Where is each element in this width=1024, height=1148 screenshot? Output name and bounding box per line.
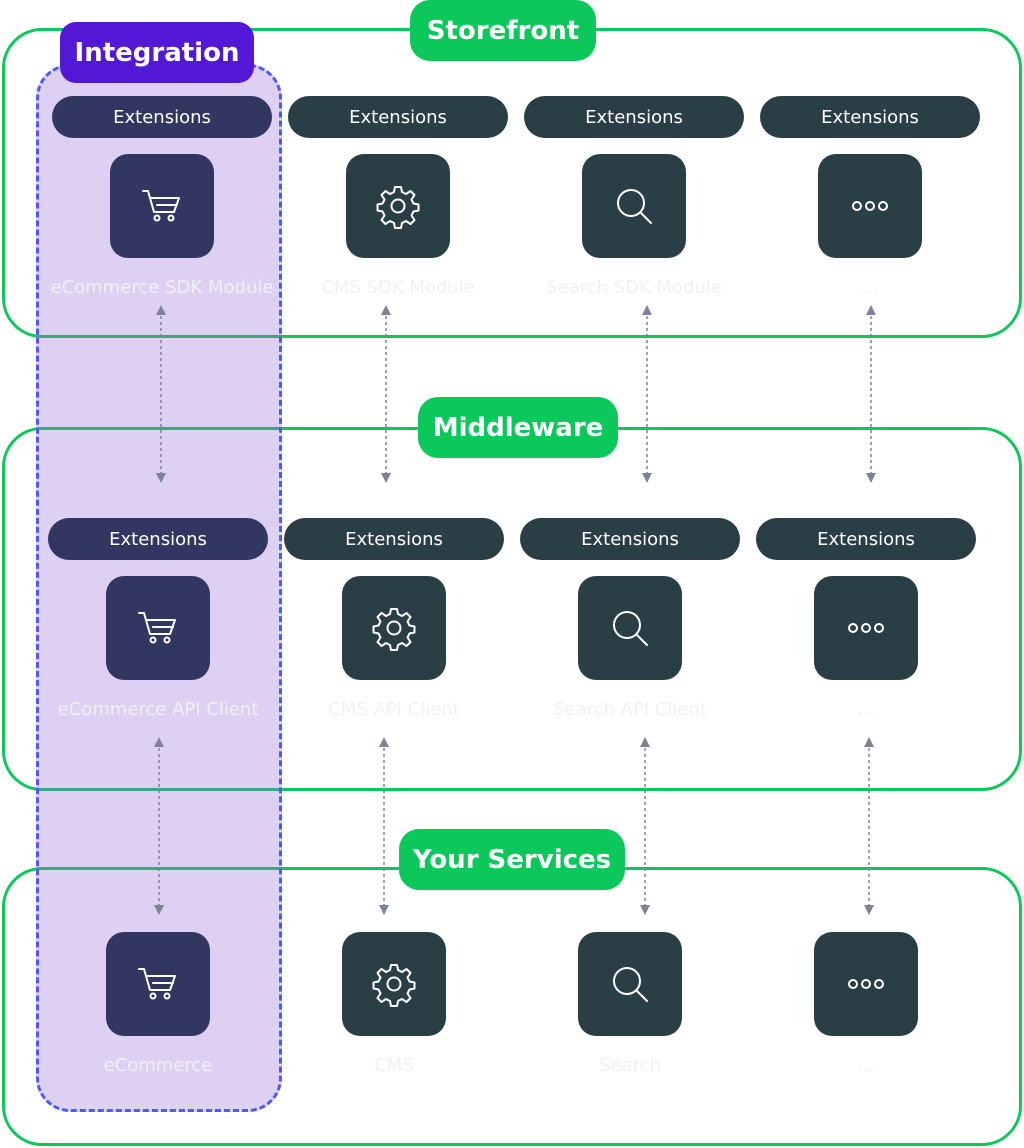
middleware-caption: ... xyxy=(857,699,875,720)
storefront-search-tile xyxy=(582,154,686,258)
middleware-caption: Search API Client xyxy=(553,699,707,720)
services-caption: ... xyxy=(857,1055,875,1076)
cart-icon xyxy=(138,612,176,644)
middleware-cms-tile xyxy=(342,576,446,680)
cart-icon xyxy=(138,968,176,1000)
middleware-ecommerce-tile xyxy=(106,576,210,680)
middleware-extensions-pill: Extensions xyxy=(520,518,740,560)
storefront-caption: CMS SDK Module xyxy=(321,277,475,298)
storefront-extensions-pill: Extensions xyxy=(524,96,744,138)
more-icon xyxy=(848,623,884,633)
services-ecommerce-tile xyxy=(106,932,210,1036)
services-caption: Search xyxy=(599,1055,661,1076)
middleware-search-tile xyxy=(578,576,682,680)
middleware-extensions-pill: Extensions xyxy=(756,518,976,560)
storefront-more-tile xyxy=(818,154,922,258)
integration-title: Integration xyxy=(60,22,254,83)
storefront-extensions-pill: Extensions xyxy=(288,96,508,138)
storefront-ecommerce-tile xyxy=(110,154,214,258)
services-caption: eCommerce xyxy=(103,1055,213,1076)
middleware-extensions-pill: Extensions xyxy=(284,518,504,560)
middleware-title: Middleware xyxy=(418,397,618,458)
services-more-tile xyxy=(814,932,918,1036)
services-caption: CMS xyxy=(374,1055,414,1076)
middleware-caption: eCommerce API Client xyxy=(57,699,259,720)
middleware-caption: CMS API Client xyxy=(328,699,460,720)
middleware-more-tile xyxy=(814,576,918,680)
storefront-caption: ... xyxy=(861,277,879,298)
storefront-extensions-pill: Extensions xyxy=(760,96,980,138)
storefront-caption: Search SDK Module xyxy=(546,277,722,298)
storefront-title: Storefront xyxy=(410,0,596,61)
storefront-extensions-pill: Extensions xyxy=(52,96,272,138)
services-cms-tile xyxy=(342,932,446,1036)
storefront-cms-tile xyxy=(346,154,450,258)
search-icon xyxy=(617,189,652,224)
gear-icon xyxy=(372,964,416,1007)
search-icon xyxy=(613,611,648,646)
search-icon xyxy=(613,967,648,1002)
gear-icon xyxy=(376,186,420,229)
storefront-caption: eCommerce SDK Module xyxy=(50,277,274,298)
gear-icon xyxy=(372,608,416,651)
services-title: Your Services xyxy=(399,829,625,890)
services-search-tile xyxy=(578,932,682,1036)
more-icon xyxy=(852,201,888,211)
middleware-extensions-pill: Extensions xyxy=(48,518,268,560)
cart-icon xyxy=(142,190,180,222)
more-icon xyxy=(848,979,884,989)
